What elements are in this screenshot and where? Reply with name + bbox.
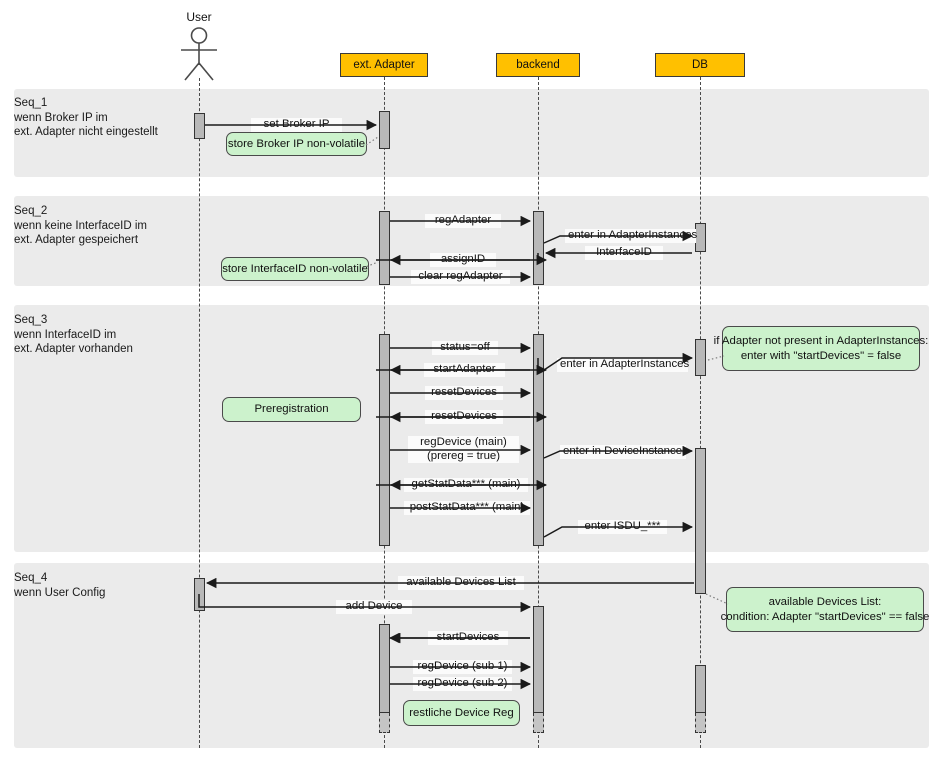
lifeline-line-user: [199, 78, 200, 748]
activation-bar-backend: [532, 606, 544, 713]
activation-bar-ext-adapter: [378, 111, 390, 149]
message-label-available-devices-list: available Devices List: [398, 576, 524, 590]
activation-bar-ext-adapter-continuation: [378, 713, 390, 733]
activation-bar-backend: [532, 211, 544, 285]
activation-bar-ext-adapter: [378, 334, 390, 546]
lifeline-line-db: [700, 77, 701, 748]
section-band-seq1: [14, 89, 929, 177]
message-label-interface-id: InterfaceID: [585, 246, 663, 260]
activation-bar-db: [694, 665, 706, 713]
activation-bar-ext-adapter: [378, 211, 390, 285]
activation-bar-user: [193, 578, 205, 611]
message-label-enter-isdu: enter ISDU_***: [578, 520, 667, 534]
lifeline-head-db[interactable]: DB: [655, 53, 745, 77]
message-label-enter-device-instances: enter in DeviceInstances: [560, 445, 688, 459]
note-preregistration: Preregistration: [222, 397, 361, 422]
note-restliche-device-reg: restliche Device Reg: [403, 700, 520, 726]
activation-bar-db: [694, 339, 706, 376]
message-label-reg-device-sub2: regDevice (sub 2): [413, 677, 512, 691]
message-label-assign-id: assignID: [430, 253, 496, 267]
message-label-reg-device-sub1: regDevice (sub 1): [413, 660, 512, 674]
note-store-interface-id: store InterfaceID non-volatile: [221, 257, 369, 281]
activation-bar-db-continuation: [694, 713, 706, 733]
message-label-reg-adapter: regAdapter: [425, 214, 501, 228]
message-label-enter-adapter-instances: enter in AdapterInstances: [565, 229, 697, 243]
message-label-start-adapter: startAdapter: [424, 363, 505, 377]
message-label-start-devices: startDevices: [428, 631, 508, 645]
note-available-devices-condition: available Devices List: condition: Adapt…: [721, 587, 929, 632]
message-label-get-stat-data: getStatData*** (main): [404, 478, 528, 492]
message-label-enter-adapter-instances: enter in AdapterInstances: [557, 358, 689, 372]
actor-label-user: User: [186, 10, 212, 24]
message-label-reset-devices: resetDevices: [425, 386, 503, 400]
message-label-status-off: status=off: [432, 341, 498, 355]
lifeline-head-ext-adapter[interactable]: ext. Adapter: [340, 53, 428, 77]
message-label-add-device: add Device: [336, 600, 412, 614]
note-adapter-not-present: if Adapter not present in AdapterInstanc…: [714, 326, 928, 371]
message-label-post-stat-data: postStatData*** (main): [404, 501, 530, 515]
message-label-reset-devices: resetDevices: [425, 410, 503, 424]
activation-bar-db: [694, 448, 706, 594]
lifeline-head-backend[interactable]: backend: [496, 53, 580, 77]
message-label-set-broker-ip: set Broker IP: [251, 118, 342, 132]
activation-bar-ext-adapter: [378, 624, 390, 713]
activation-bar-backend-continuation: [532, 713, 544, 733]
activation-bar-user: [193, 113, 205, 139]
message-label-reg-device-main: regDevice (main) (prereg = true): [408, 436, 519, 463]
note-store-broker-ip: store Broker IP non-volatile: [226, 132, 367, 156]
message-label-clear-reg-adapter: clear regAdapter: [411, 270, 510, 284]
activation-bar-backend: [532, 334, 544, 546]
